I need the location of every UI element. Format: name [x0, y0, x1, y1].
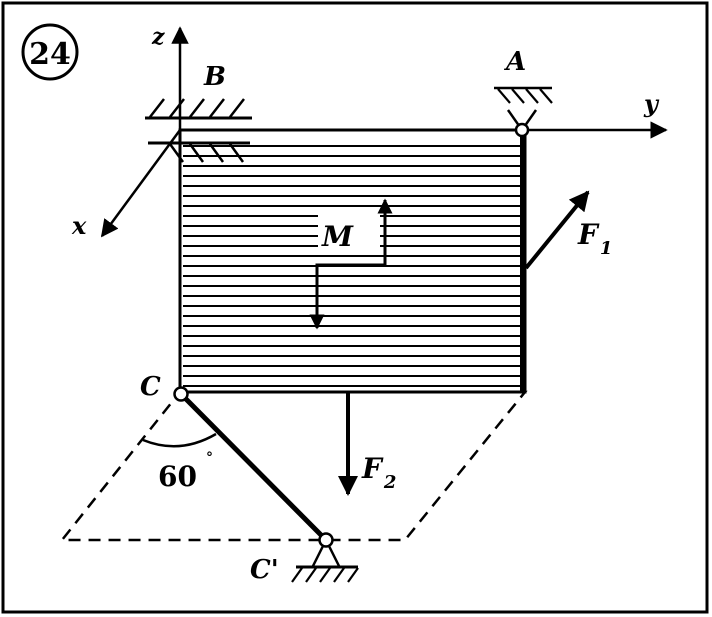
force-F1-arrow — [524, 190, 590, 270]
force-F2-letter: F — [361, 452, 384, 485]
y-axis-label: y — [643, 89, 660, 118]
moment-M-label: M — [321, 220, 354, 253]
force-F1-subscript: 1 — [600, 238, 613, 259]
ground-plane-dashed — [59, 390, 528, 542]
rod-C-C-prime — [179, 392, 328, 542]
angle-arc — [142, 432, 217, 448]
support-B-top-hatch — [149, 98, 245, 118]
z-axis-label: z — [151, 24, 165, 50]
support-B — [145, 98, 252, 163]
hatched-plate — [178, 128, 527, 394]
problem-number-badge: 24 — [21, 23, 79, 81]
support-A-hatch — [497, 88, 553, 104]
point-B-label: B — [203, 62, 226, 92]
force-F1-letter: F — [577, 218, 600, 251]
support-B-bottom-hatch — [168, 143, 245, 163]
hinge-C-pin — [173, 386, 189, 402]
moment-M — [309, 198, 393, 330]
force-F2-subscript: 2 — [383, 472, 397, 493]
support-A — [494, 86, 553, 138]
support-C-prime — [291, 532, 359, 583]
hinge-C-prime-pin — [318, 532, 334, 548]
point-A-label: A — [503, 47, 526, 77]
angle-value: 60 — [158, 460, 197, 493]
point-C-prime-label: C' — [250, 555, 279, 585]
hinge-A-pin — [514, 122, 530, 138]
x-axis-label: x — [71, 211, 87, 240]
angle-unit: ° — [206, 450, 213, 466]
x-axis — [100, 129, 182, 238]
problem-number: 24 — [29, 37, 71, 72]
point-C-label: C — [140, 372, 161, 402]
problem-number-circle — [21, 23, 79, 81]
plate-outline — [178, 128, 527, 394]
moment-label-bg — [318, 215, 380, 255]
